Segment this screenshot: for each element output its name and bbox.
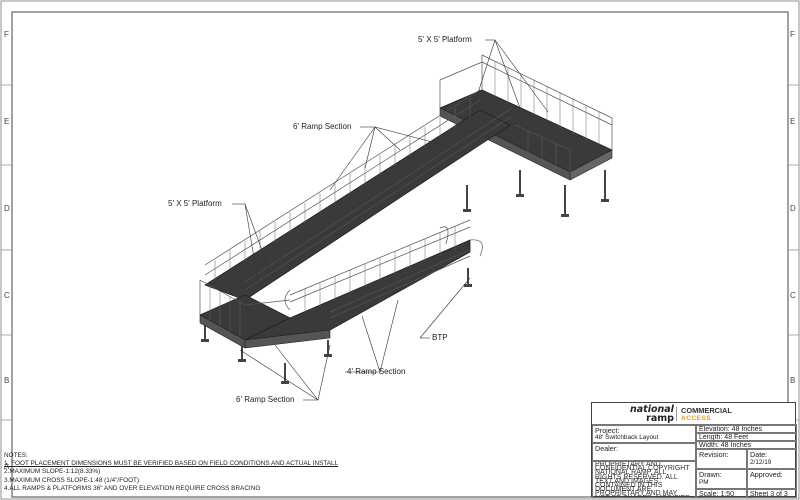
zone-label-right-e: E [790, 117, 796, 126]
zone-label-right-d: D [790, 204, 796, 213]
leader-lines [232, 39, 549, 401]
drawn-cell: Drawn: PM [696, 469, 747, 489]
inner-border [11, 11, 789, 498]
callout-4ft-ramp: 4' Ramp Section [347, 367, 406, 376]
commercial-access-logo: COMMERCIAL ACCESS [681, 406, 732, 422]
note-item: 2.MAXIMUM SLOPE-1:12(8.33%) [4, 468, 101, 476]
ramp-assembly [199, 54, 613, 384]
logo-row: national ramp COMMERCIAL ACCESS [592, 403, 797, 425]
left-platform-balusters [209, 286, 241, 337]
width-cell: Width: 48 Inches [696, 441, 797, 449]
note-item: 4.ALL RAMPS & PLATFORMS 36" AND OVER ELE… [4, 484, 261, 492]
revision-cell: Revision: [696, 449, 747, 469]
note-item: 1. FOOT PLACEMENT DIMENSIONS MUST BE VER… [4, 460, 339, 468]
zone-label-right-b: B [790, 376, 796, 385]
length-cell: Length: 48 Feet [696, 433, 797, 441]
notes-block: NOTES: 1. FOOT PLACEMENT DIMENSIONS MUST… [4, 452, 338, 493]
zone-label-right-f: F [790, 30, 795, 39]
top-platform-balusters [494, 61, 600, 168]
national-ramp-logo: national ramp [630, 404, 674, 424]
zone-ticks [1, 84, 799, 421]
notes-heading: NOTES: [4, 452, 28, 459]
callout-upper-ramp: 6' Ramp Section [293, 122, 352, 131]
legal-notice: PROPRIETARY AND CONFIDENTIAL COPYRIGHT N… [592, 461, 696, 498]
project-cell: Project: 48' Switchback Layout [592, 425, 696, 443]
left-platform-rails [199, 279, 291, 315]
callout-left-platform: 5' X 5' Platform [168, 199, 222, 208]
logo-divider [676, 407, 677, 421]
callout-btp: BTP [432, 333, 448, 342]
scale-cell: Scale: 1:50 [696, 489, 747, 498]
note-item: 3.MAXIMUM CROSS SLOPE-1:48 (1/4"/FOOT) [4, 476, 140, 484]
elevation-cell: Elevation: 48 Inches [696, 425, 797, 433]
sheet-cell: Sheet 3 of 3 [747, 489, 797, 498]
upper-ramp-balusters [214, 98, 471, 280]
lower-ramp-balusters [304, 226, 456, 312]
zone-label-left-a: A [4, 462, 10, 471]
upper-ramp-deck [204, 109, 511, 301]
zone-label-right-c: C [790, 291, 796, 300]
zone-label-left-b: B [4, 376, 10, 385]
approved-cell: Approved: [747, 469, 797, 489]
callout-top-platform: 5' X 5' Platform [418, 35, 472, 44]
title-block: national ramp COMMERCIAL ACCESS Project:… [591, 402, 797, 498]
zone-label-left-e: E [4, 117, 10, 126]
zone-label-left-f: F [4, 30, 9, 39]
date-cell: Date: 2/12/19 [747, 449, 797, 469]
upper-ramp-rails [204, 89, 513, 291]
callout-lower-ramp: 6' Ramp Section [236, 395, 295, 404]
dealer-cell: Dealer: [592, 443, 696, 461]
zone-label-left-c: C [4, 291, 10, 300]
zone-label-left-d: D [4, 204, 10, 213]
